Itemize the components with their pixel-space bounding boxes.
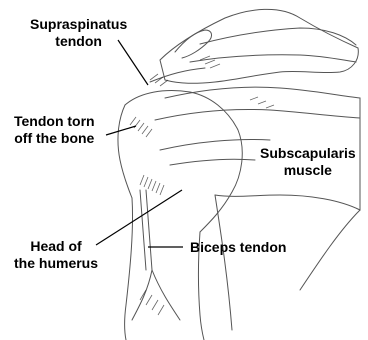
label-supraspinatus-line1: Supraspinatus bbox=[30, 16, 127, 33]
label-torn-line2: off the bone bbox=[14, 130, 95, 147]
leader-torn bbox=[106, 126, 136, 135]
label-humerus-line1: Head of bbox=[14, 238, 98, 255]
humerus-head-outline bbox=[125, 91, 242, 232]
label-biceps-text: Biceps tendon bbox=[190, 239, 286, 256]
label-subscapularis-line1: Subscapularis bbox=[260, 145, 356, 162]
label-supraspinatus-tendon: Supraspinatus tendon bbox=[30, 16, 127, 50]
acromion-outline bbox=[160, 9, 358, 83]
label-subscapularis-muscle: Subscapularis muscle bbox=[260, 145, 356, 179]
label-biceps-tendon: Biceps tendon bbox=[190, 239, 286, 256]
clavicle-end bbox=[175, 30, 212, 58]
label-head-of-humerus: Head of the humerus bbox=[14, 238, 98, 272]
label-subscapularis-line2: muscle bbox=[260, 162, 356, 179]
label-tendon-torn: Tendon torn off the bone bbox=[14, 113, 95, 147]
humerus-shaft-left bbox=[125, 198, 133, 340]
label-humerus-line2: the humerus bbox=[14, 255, 98, 272]
label-torn-line1: Tendon torn bbox=[14, 113, 95, 130]
leader-humerus bbox=[96, 190, 182, 245]
label-supraspinatus-line2: tendon bbox=[30, 33, 127, 50]
